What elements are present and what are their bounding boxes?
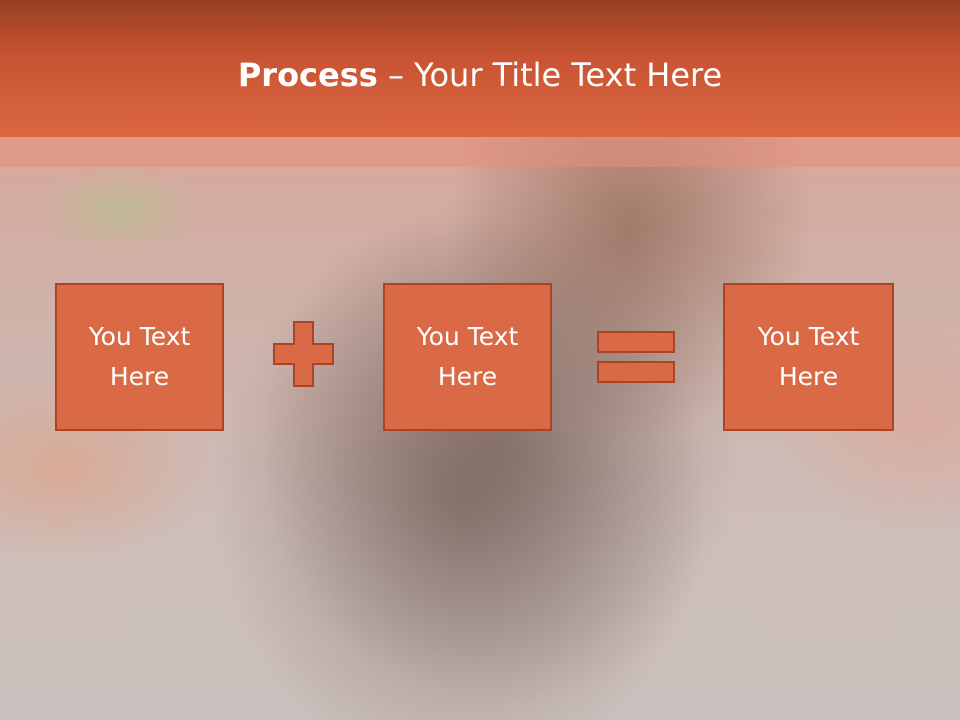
title-bar xyxy=(0,0,960,137)
process-box-3[interactable]: You Text Here xyxy=(723,283,894,431)
title-bar-band xyxy=(0,137,960,167)
process-box-1[interactable]: You Text Here xyxy=(55,283,224,431)
process-box-2[interactable]: You Text Here xyxy=(383,283,552,431)
slide-title[interactable]: Process – Your Title Text Here xyxy=(0,50,960,100)
slide-title-text: Your Title Text Here xyxy=(414,56,723,94)
background-figure xyxy=(120,150,880,720)
plus-icon xyxy=(273,321,334,387)
slide-title-separator: – xyxy=(377,56,415,94)
equals-icon xyxy=(597,331,675,383)
slide-title-bold: Process xyxy=(237,56,378,94)
